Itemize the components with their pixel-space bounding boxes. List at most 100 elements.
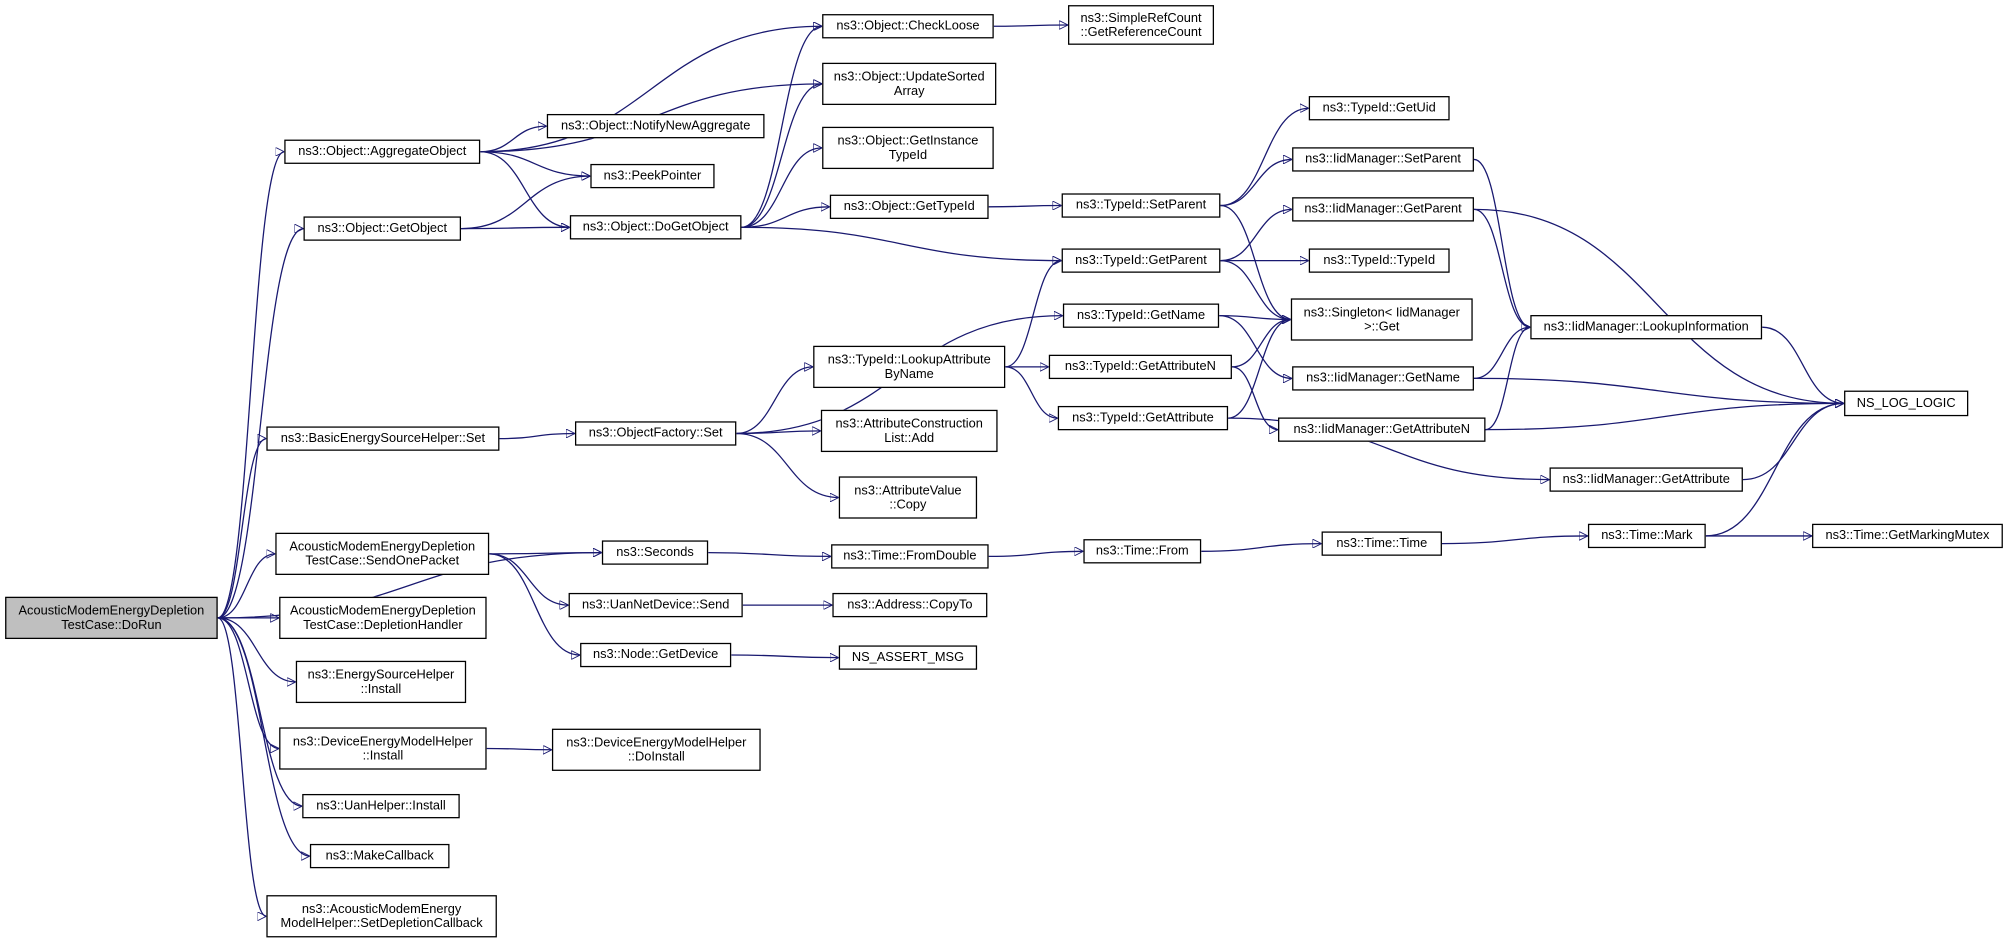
node-time-from-double[interactable]: ns3::Time::FromDouble [831, 544, 989, 569]
edge-tid_setparent-to-tid_getuid [1220, 108, 1308, 207]
node-typeid-set-parent[interactable]: ns3::TypeId::SetParent [1061, 193, 1221, 218]
node-seconds[interactable]: ns3::Seconds [601, 540, 709, 565]
edge-besh_set-to-of_set [499, 433, 575, 440]
edge-tid_getparent-to-iid_getparent [1220, 209, 1292, 262]
edge-root-to-getobject [217, 229, 304, 619]
edge-tid_getname-to-iid_getname [1219, 315, 1292, 379]
node-object-do-get-object[interactable]: ns3::Object::DoGetObject [569, 215, 742, 240]
edge-aggregate-to-peek [480, 151, 590, 176]
node-iid-manager-set-parent[interactable]: ns3::IidManager::SetParent [1292, 147, 1474, 172]
node-peek-pointer[interactable]: ns3::PeekPointer [590, 163, 715, 189]
node-ns-assert-msg[interactable]: NS_ASSERT_MSG [838, 645, 978, 670]
node-doRun[interactable]: AcousticModemEnergyDepletion TestCase::D… [5, 596, 218, 640]
edge-tid_getparent-to-singleton_get [1220, 259, 1290, 320]
node-typeid-get-attribute[interactable]: ns3::TypeId::GetAttribute [1057, 405, 1229, 431]
edge-dogetobject-to-update_sorted [741, 84, 823, 228]
edge-dogetobject-to-checkloose [741, 26, 823, 228]
node-node-get-device[interactable]: ns3::Node::GetDevice [580, 642, 732, 668]
node-typeid-get-uid[interactable]: ns3::TypeId::GetUid [1308, 96, 1450, 121]
node-time-get-marking-mutex[interactable]: ns3::Time::GetMarkingMutex [1812, 523, 2003, 549]
node-singleton-iid-manager-get[interactable]: ns3::Singleton< IidManager >::Get [1290, 298, 1473, 341]
edge-aggregate-to-dogetobject [480, 151, 570, 228]
edge-iid_getattr-to-ns_log_logic [1742, 403, 1844, 481]
node-uan-net-device-send[interactable]: ns3::UanNetDevice::Send [568, 592, 743, 618]
edge-node_getdevice-to-assert_msg [731, 655, 839, 658]
edge-getobject-to-peek [461, 176, 590, 230]
edge-obj_get_tid-to-tid_setparent [988, 206, 1062, 207]
edge-root-to-uan_install [217, 617, 303, 806]
edge-dogetobject-to-tid_getparent [741, 226, 1061, 260]
node-make-callback[interactable]: ns3::MakeCallback [309, 843, 450, 869]
edge-dogetobject-to-get_inst_tid [741, 148, 822, 228]
node-time-mark[interactable]: ns3::Time::Mark [1587, 523, 1706, 549]
edge-time_time-to-time_mark [1441, 536, 1588, 545]
node-iid-manager-lookup-information[interactable]: ns3::IidManager::LookupInformation [1530, 315, 1763, 340]
node-object-get-instance-typeid[interactable]: ns3::Object::GetInstance TypeId [822, 126, 994, 170]
node-attribute-value-copy[interactable]: ns3::AttributeValue ::Copy [838, 476, 978, 519]
edge-send_one-to-node_getdevice [489, 553, 580, 655]
node-time-time[interactable]: ns3::Time::Time [1321, 531, 1442, 556]
node-object-check-loose[interactable]: ns3::Object::CheckLoose [822, 14, 994, 39]
node-typeid-get-name[interactable]: ns3::TypeId::GetName [1062, 303, 1220, 328]
node-energy-source-helper-install[interactable]: ns3::EnergySourceHelper ::Install [295, 660, 467, 704]
edge-root-to-besh_set [217, 439, 267, 619]
node-depletion-handler[interactable]: AcousticModemEnergyDepletion TestCase::D… [279, 596, 487, 640]
edge-tid_getattrn-to-iid_getattrn [1231, 366, 1279, 430]
node-address-copy-to[interactable]: ns3::Address::CopyTo [832, 592, 988, 618]
node-attribute-construction-list-add[interactable]: ns3::AttributeConstruction List::Add [820, 409, 998, 453]
node-iid-manager-get-name[interactable]: ns3::IidManager::GetName [1292, 366, 1474, 391]
edge-iid_getname-to-iid_lookup [1473, 327, 1531, 380]
node-uan-helper-install[interactable]: ns3::UanHelper::Install [302, 793, 460, 819]
edge-tid_getattrn-to-singleton_get [1231, 320, 1291, 368]
edge-checkloose-to-get_refcount [993, 25, 1068, 26]
edge-dogetobject-to-obj_get_tid [741, 207, 829, 228]
node-device-energy-model-helper-doinstall[interactable]: ns3::DeviceEnergyModelHelper ::DoInstall [551, 728, 761, 771]
edge-iid_getattrn-to-ns_log_logic [1485, 403, 1844, 431]
edge-lookup_attr-to-tid_getattr [1005, 366, 1058, 418]
edge-iid_getname-to-ns_log_logic [1473, 377, 1844, 403]
edge-aggregate-to-checkloose [480, 26, 822, 153]
node-object-notify-new-aggregate[interactable]: ns3::Object::NotifyNewAggregate [546, 113, 765, 139]
edge-time_from-to-time_time [1201, 544, 1321, 552]
edge-root-to-set_depl_cb [217, 617, 267, 916]
edge-root-to-esh_install [217, 617, 296, 682]
node-object-get-typeid[interactable]: ns3::Object::GetTypeId [829, 194, 989, 219]
edge-lookup_attr-to-tid_getparent [1005, 261, 1062, 368]
edge-getobject-to-dogetobject [461, 227, 570, 228]
edge-tid_setparent-to-singleton_get [1220, 204, 1291, 320]
edge-tid_getattr-to-singleton_get [1228, 320, 1291, 419]
node-object-get-object[interactable]: ns3::Object::GetObject [303, 216, 462, 241]
edge-iid_getparent-to-ns_log_logic [1473, 208, 1844, 403]
node-time-from[interactable]: ns3::Time::From [1083, 539, 1202, 564]
node-iid-manager-get-parent[interactable]: ns3::IidManager::GetParent [1292, 197, 1474, 222]
edge-from_double-to-time_from [988, 551, 1084, 558]
edge-root-to-aggregate [217, 152, 285, 619]
node-object-factory-set[interactable]: ns3::ObjectFactory::Set [574, 421, 737, 446]
node-typeid-get-parent[interactable]: ns3::TypeId::GetParent [1061, 248, 1221, 273]
edge-of_set-to-av_copy [736, 432, 838, 497]
node-iid-manager-get-attribute[interactable]: ns3::IidManager::GetAttribute [1549, 467, 1743, 492]
edge-send_one-to-seconds [489, 553, 602, 554]
node-iid-manager-get-attribute-n[interactable]: ns3::IidManager::GetAttributeN [1278, 417, 1486, 442]
edge-iid_lookup-to-ns_log_logic [1762, 326, 1844, 403]
edge-iid_getparent-to-iid_lookup [1473, 208, 1531, 327]
node-basic-energy-source-helper-set[interactable]: ns3::BasicEnergySourceHelper::Set [266, 426, 500, 451]
node-send-one-packet[interactable]: AcousticModemEnergyDepletion TestCase::S… [275, 532, 490, 575]
edge-of_set-to-lookup_attr [736, 367, 813, 435]
node-ns-log-logic[interactable]: NS_LOG_LOGIC [1844, 390, 1969, 417]
node-simple-ref-count-get-reference-count[interactable]: ns3::SimpleRefCount ::GetReferenceCount [1068, 5, 1215, 45]
node-typeid-get-attribute-n[interactable]: ns3::TypeId::GetAttributeN [1048, 354, 1232, 380]
node-device-energy-model-helper-install[interactable]: ns3::DeviceEnergyModelHelper ::Install [279, 727, 487, 770]
edge-seconds-to-from_double [708, 553, 831, 557]
node-typeid-typeid[interactable]: ns3::TypeId::TypeId [1308, 248, 1450, 273]
edge-demh_install-to-demh_doinstall [486, 749, 552, 750]
edge-iid_setparent-to-iid_lookup [1473, 158, 1531, 327]
edge-tid_setparent-to-iid_setparent [1220, 159, 1292, 207]
node-typeid-lookup-attribute-by-name[interactable]: ns3::TypeId::LookupAttribute ByName [813, 345, 1006, 389]
node-object-aggregate-object[interactable]: ns3::Object::AggregateObject [284, 139, 481, 164]
node-set-depletion-callback[interactable]: ns3::AcousticModemEnergy ModelHelper::Se… [266, 895, 497, 938]
node-object-update-sorted-array[interactable]: ns3::Object::UpdateSorted Array [822, 62, 997, 106]
edge-iid_getattrn-to-iid_lookup [1485, 327, 1531, 431]
edge-send_one-to-uan_send [489, 553, 568, 605]
